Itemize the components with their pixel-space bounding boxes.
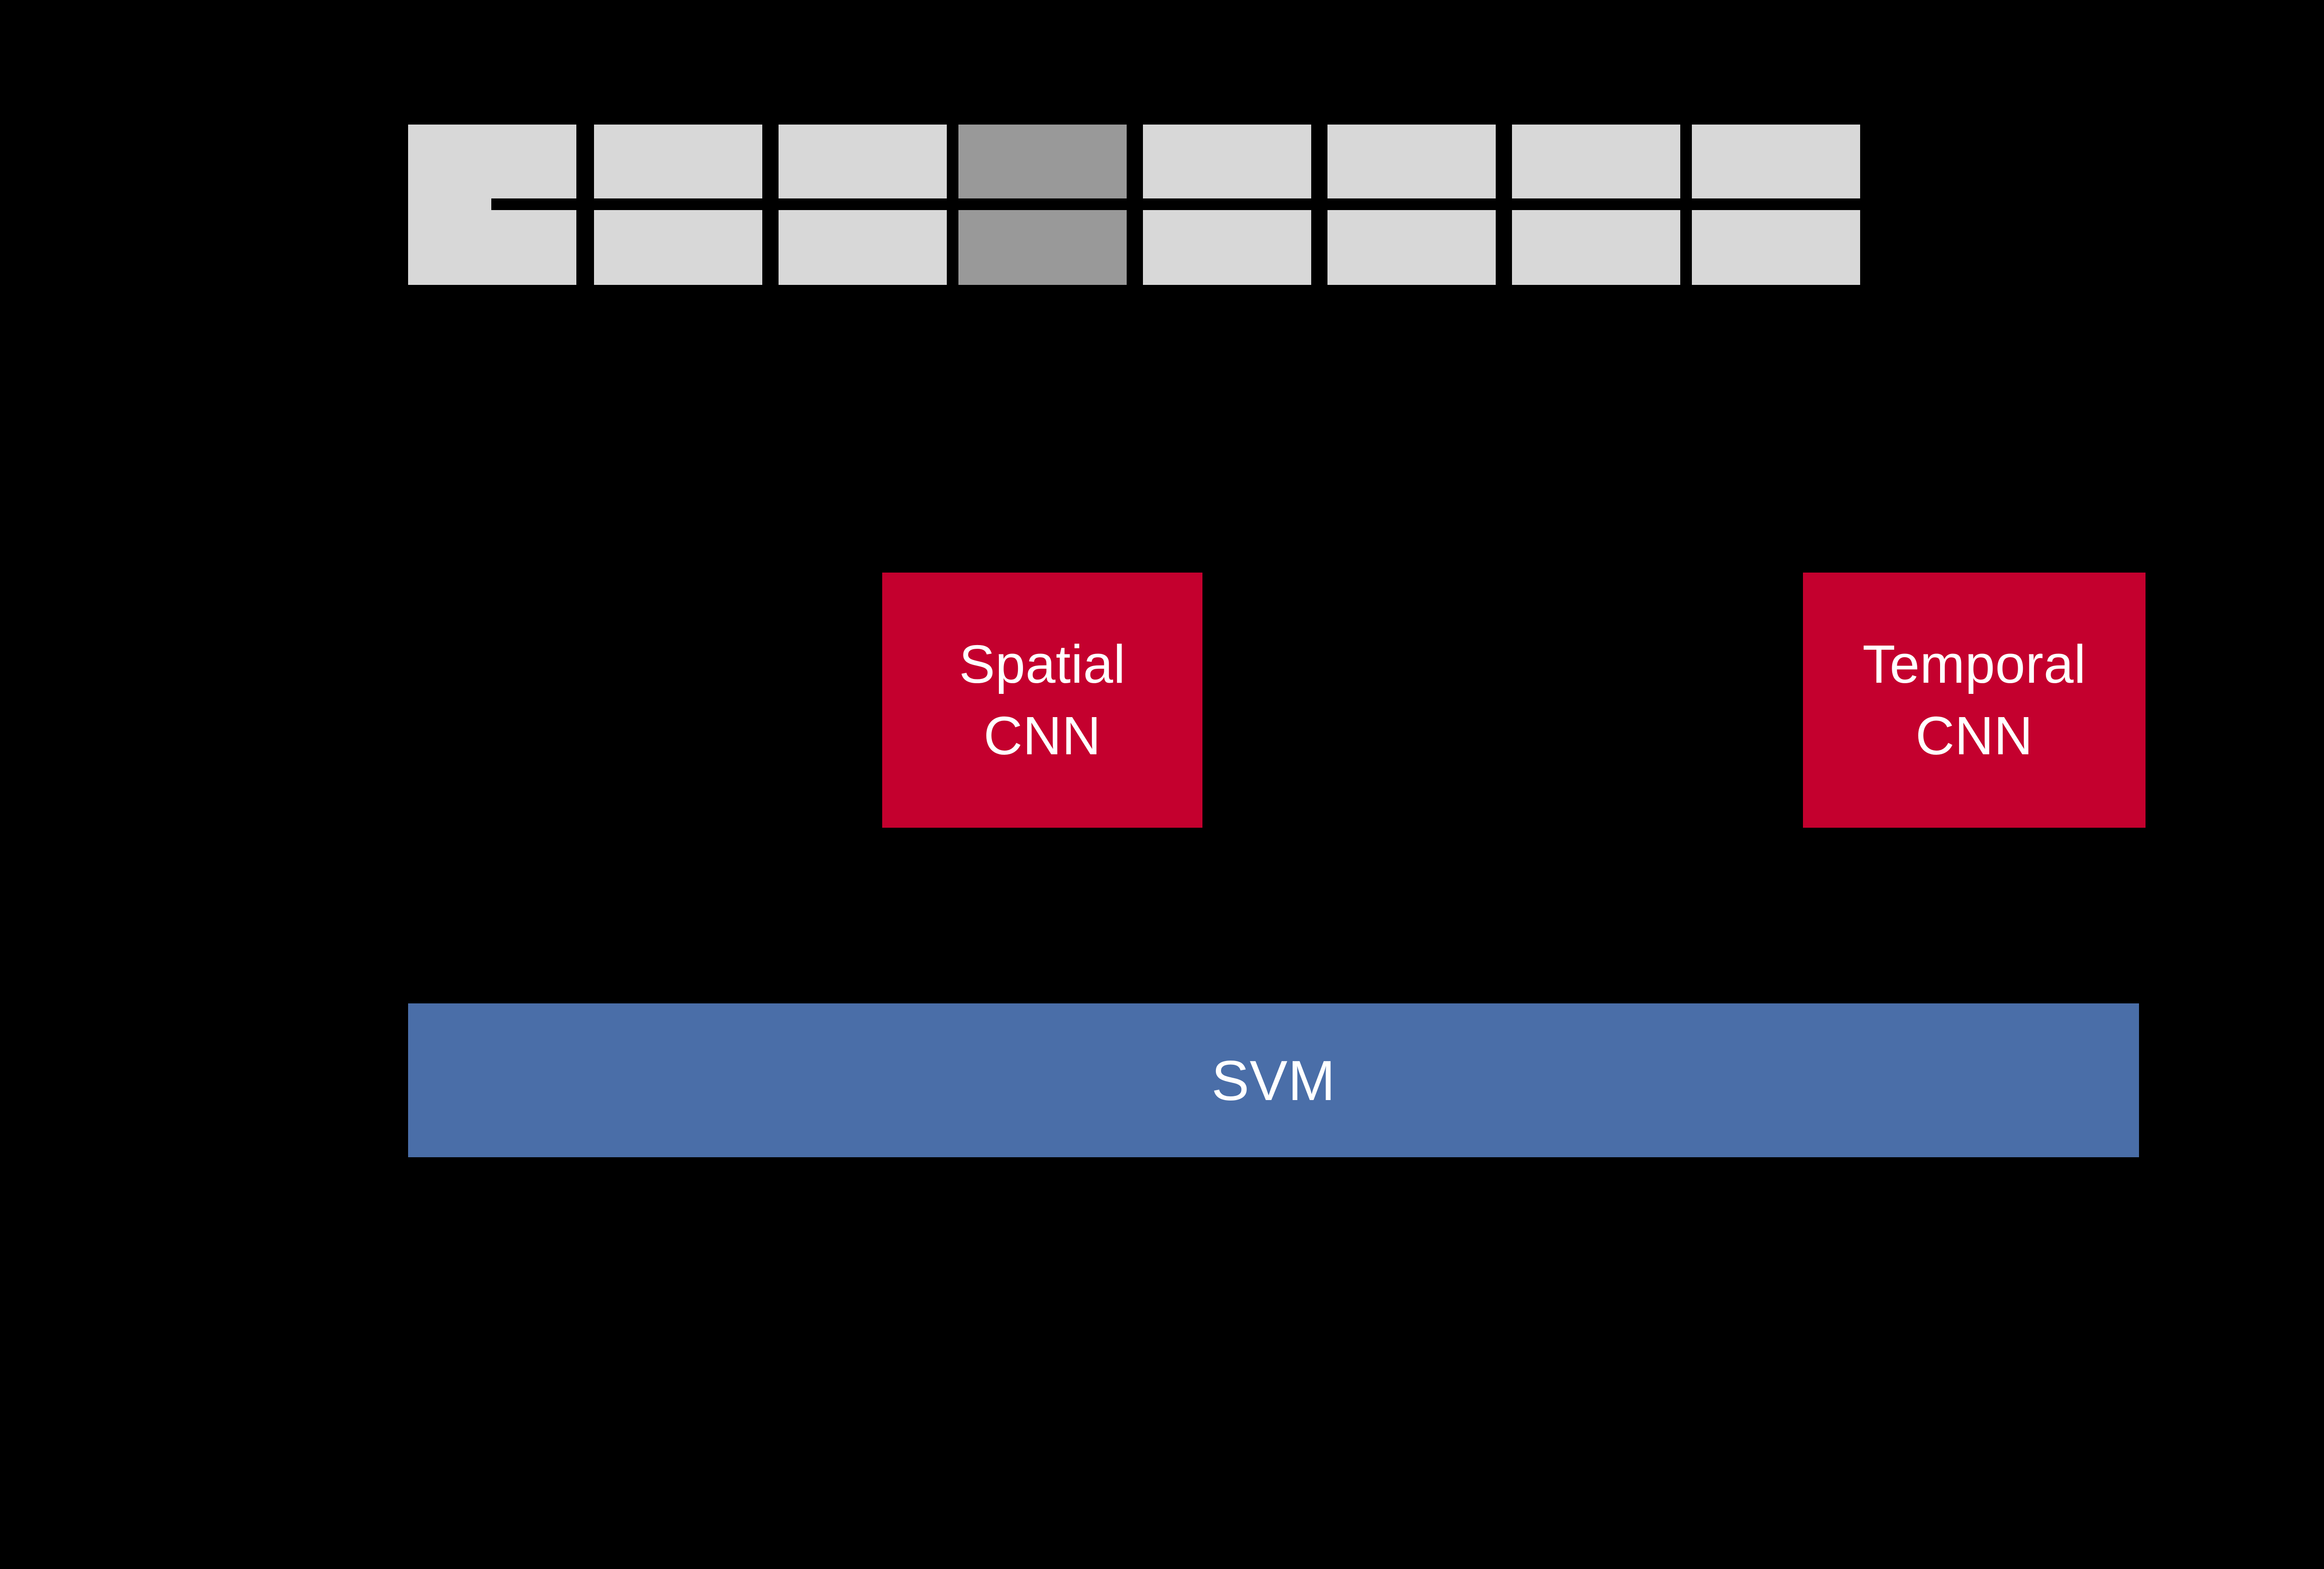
- frame-column-2[interactable]: [779, 125, 947, 285]
- video-frame-strip: [408, 125, 1860, 285]
- frame-column-7[interactable]: [1692, 125, 1860, 285]
- frame-cell-top-2[interactable]: [779, 125, 947, 198]
- svm-label: SVM: [1211, 1048, 1336, 1112]
- frame-cell-bottom-1[interactable]: [594, 210, 762, 285]
- temporal-cnn-label-line2: CNN: [1915, 705, 2033, 766]
- temporal-cnn-box[interactable]: Temporal CNN: [1803, 573, 2146, 828]
- frame-cell-top-1[interactable]: [594, 125, 762, 198]
- spatial-cnn-label-line2: CNN: [984, 705, 1101, 766]
- frame-cell-bottom-7[interactable]: [1692, 210, 1860, 285]
- spatial-cnn-label-line1: Spatial: [959, 634, 1126, 695]
- temporal-cnn-label-line1: Temporal: [1862, 634, 2086, 695]
- frame-column-4[interactable]: [1143, 125, 1311, 285]
- frame-column-3[interactable]: [958, 125, 1127, 285]
- frame-column-0[interactable]: [408, 125, 576, 285]
- spatial-cnn-box[interactable]: Spatial CNN: [882, 573, 1202, 828]
- svm-bar[interactable]: SVM: [408, 1003, 2139, 1157]
- frame-cell-top-7[interactable]: [1692, 125, 1860, 198]
- frame-cell-bottom-3[interactable]: [958, 210, 1127, 285]
- frame-merged-partial-divider: [491, 198, 576, 210]
- frame-cell-bottom-4[interactable]: [1143, 210, 1311, 285]
- frame-cell-top-6[interactable]: [1512, 125, 1680, 198]
- frame-cell-bottom-6[interactable]: [1512, 210, 1680, 285]
- frame-cell-top-5[interactable]: [1327, 125, 1496, 198]
- frame-cell-top-3[interactable]: [958, 125, 1127, 198]
- frame-column-1[interactable]: [594, 125, 762, 285]
- frame-column-6[interactable]: [1512, 125, 1680, 285]
- frame-cell-top-4[interactable]: [1143, 125, 1311, 198]
- frame-cell-bottom-2[interactable]: [779, 210, 947, 285]
- frame-cell-bottom-5[interactable]: [1327, 210, 1496, 285]
- frame-column-5[interactable]: [1327, 125, 1496, 285]
